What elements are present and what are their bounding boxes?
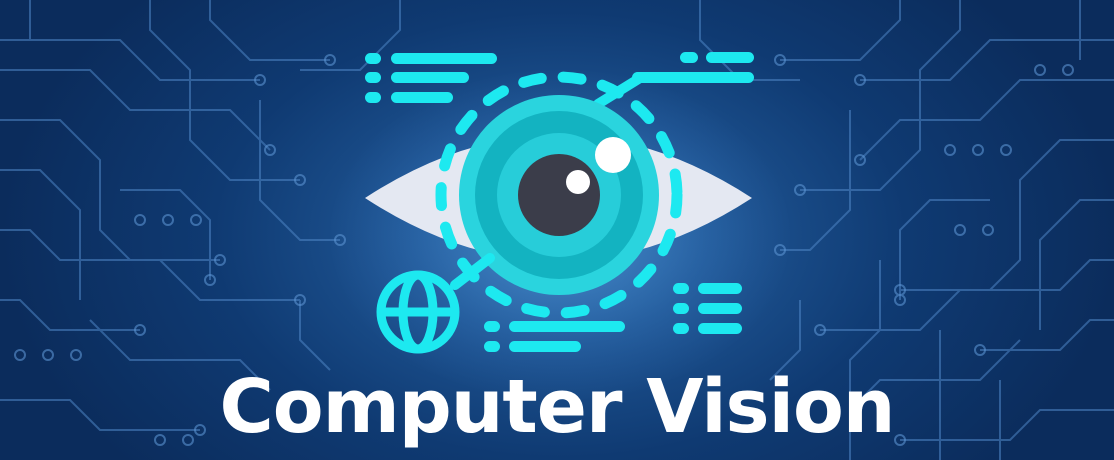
- banner-title: Computer Vision: [219, 364, 896, 450]
- globe-icon: [376, 270, 460, 354]
- text-lines-icon: [365, 53, 497, 103]
